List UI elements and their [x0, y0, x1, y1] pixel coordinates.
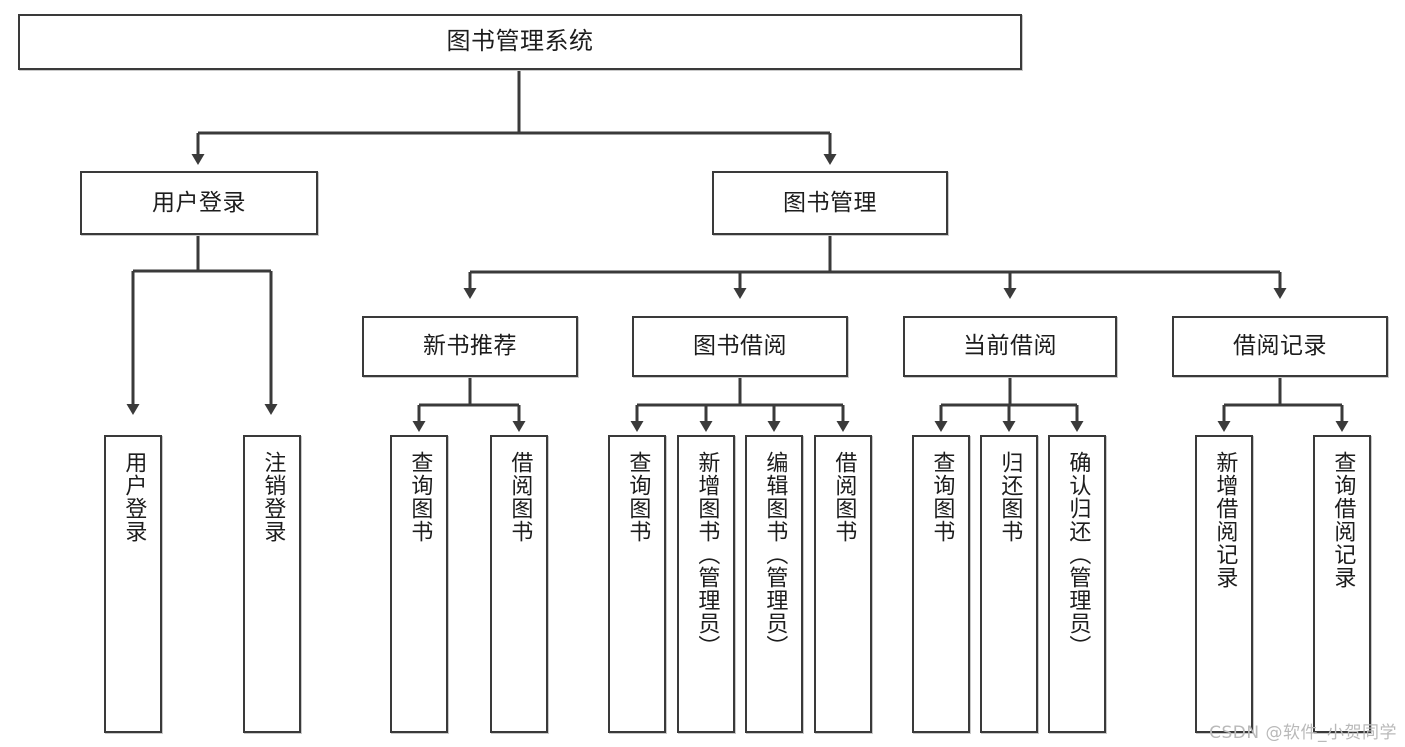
- leaf-node-add-book-admin[interactable]: 新增图书（管理员）: [677, 435, 735, 733]
- node-book-borrow-label: 图书借阅: [693, 333, 787, 360]
- leaf-node-add-borrow-record-label: 新增借阅记录: [1212, 451, 1238, 589]
- node-book-manage-label: 图书管理: [783, 189, 877, 216]
- node-book-manage[interactable]: 图书管理: [712, 171, 948, 235]
- leaf-node-user-login[interactable]: 用户登录: [104, 435, 162, 733]
- leaf-node-logout[interactable]: 注销登录: [243, 435, 301, 733]
- leaf-node-confirm-return-admin-label: 确认归还（管理员）: [1065, 451, 1091, 658]
- leaf-node-query-book-current-label: 查询图书: [929, 451, 955, 543]
- leaf-node-add-book-admin-label: 新增图书（管理员）: [694, 451, 720, 658]
- node-current-borrow-label: 当前借阅: [963, 333, 1057, 360]
- watermark-text: CSDN @软件_小贺同学: [1209, 723, 1397, 743]
- node-user-login-label: 用户登录: [152, 189, 246, 216]
- leaf-node-query-borrow-record-label: 查询借阅记录: [1330, 451, 1356, 589]
- node-user-login[interactable]: 用户登录: [80, 171, 318, 235]
- leaf-node-query-book-borrow[interactable]: 查询图书: [608, 435, 666, 733]
- node-current-borrow[interactable]: 当前借阅: [903, 316, 1117, 377]
- node-root-label: 图书管理系统: [446, 27, 594, 56]
- leaf-node-borrow-book[interactable]: 借阅图书: [814, 435, 872, 733]
- leaf-node-user-login-label: 用户登录: [121, 451, 147, 543]
- leaf-node-confirm-return-admin[interactable]: 确认归还（管理员）: [1048, 435, 1106, 733]
- node-borrow-record-label: 借阅记录: [1233, 333, 1327, 360]
- leaf-node-borrow-book-rec-label: 借阅图书: [507, 451, 533, 543]
- leaf-node-borrow-book-label: 借阅图书: [831, 451, 857, 543]
- leaf-node-query-book-borrow-label: 查询图书: [625, 451, 651, 543]
- leaf-node-query-book-rec-label: 查询图书: [407, 451, 433, 543]
- leaf-node-add-borrow-record[interactable]: 新增借阅记录: [1195, 435, 1253, 733]
- node-root[interactable]: 图书管理系统: [18, 14, 1022, 70]
- leaf-node-query-borrow-record[interactable]: 查询借阅记录: [1313, 435, 1371, 733]
- node-book-borrow[interactable]: 图书借阅: [632, 316, 848, 377]
- leaf-node-edit-book-admin-label: 编辑图书（管理员）: [762, 451, 788, 658]
- leaf-node-query-book-current[interactable]: 查询图书: [912, 435, 970, 733]
- node-new-book-recommend-label: 新书推荐: [423, 333, 517, 360]
- leaf-node-logout-label: 注销登录: [260, 451, 286, 543]
- leaf-node-edit-book-admin[interactable]: 编辑图书（管理员）: [745, 435, 803, 733]
- node-borrow-record[interactable]: 借阅记录: [1172, 316, 1388, 377]
- leaf-node-borrow-book-rec[interactable]: 借阅图书: [490, 435, 548, 733]
- leaf-node-return-book-label: 归还图书: [997, 451, 1023, 543]
- node-new-book-recommend[interactable]: 新书推荐: [362, 316, 578, 377]
- leaf-node-query-book-rec[interactable]: 查询图书: [390, 435, 448, 733]
- leaf-node-return-book[interactable]: 归还图书: [980, 435, 1038, 733]
